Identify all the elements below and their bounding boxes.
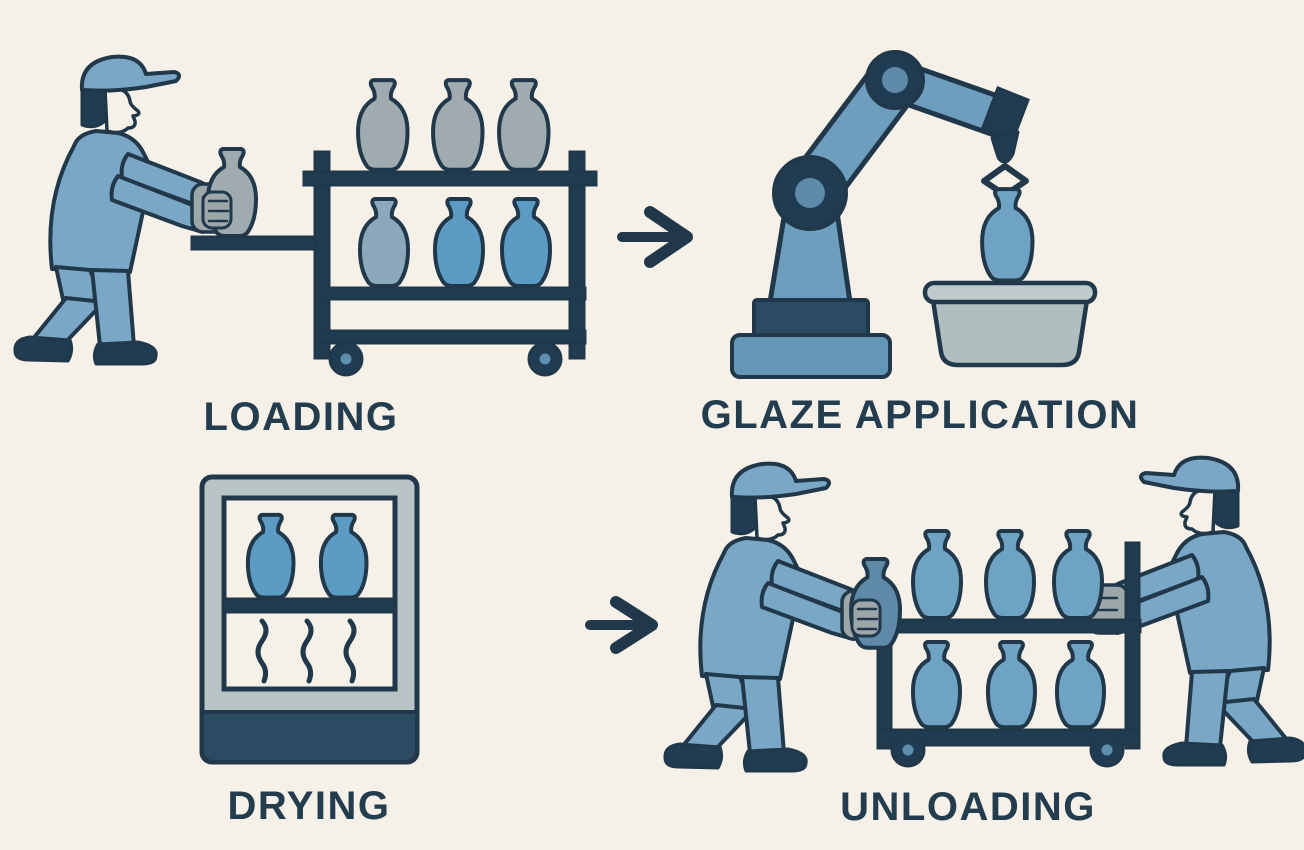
arrow-right-icon — [585, 596, 658, 654]
cart-mid-shelf — [313, 286, 587, 301]
robot-arm — [730, 50, 1030, 379]
cabinet-window — [221, 495, 398, 692]
cart-post — [568, 150, 586, 360]
stage-label-glaze-application: GLAZE APPLICATION — [700, 393, 1140, 437]
vase-icon — [358, 80, 407, 170]
scene-glaze-application — [730, 50, 1098, 379]
stage-label-unloading: UNLOADING — [840, 785, 1096, 829]
vase-icon — [1054, 639, 1106, 730]
vase-icon — [984, 529, 1036, 620]
glove-fingers — [201, 190, 233, 230]
worker-figure-right — [1086, 455, 1304, 767]
cart-bottom-bar — [313, 329, 587, 345]
glaze-basin — [922, 280, 1098, 368]
cart-wheel — [328, 341, 364, 377]
cabinet-base-band — [200, 710, 419, 764]
vase-icon — [911, 639, 962, 730]
loading-cart — [190, 150, 598, 377]
scene-loading — [12, 54, 598, 377]
cart-mid-shelf — [870, 618, 1142, 634]
worker-figure — [12, 54, 234, 366]
vase-icon — [911, 529, 963, 620]
vase-icon — [499, 80, 548, 170]
cart-side-platform — [190, 235, 320, 251]
vase-icon — [986, 639, 1037, 730]
cart-wheel — [527, 341, 563, 377]
drying-cabinet — [199, 474, 420, 765]
cart-handle-post — [1124, 541, 1141, 750]
cart-top-shelf — [302, 170, 598, 187]
vase-icon — [358, 197, 410, 288]
arrow-right-icon — [617, 206, 693, 268]
cart-post — [313, 150, 331, 360]
cart-bottom-bar — [876, 728, 1141, 747]
scene-unloading — [662, 455, 1304, 773]
cabinet-shelf — [222, 597, 397, 614]
scene-drying — [199, 474, 420, 765]
glove-fingers — [850, 598, 882, 638]
cart-wheel — [890, 732, 926, 768]
stage-label-drying: DRYING — [227, 784, 391, 828]
vase-icon — [1052, 529, 1104, 620]
unloading-cart — [870, 541, 1142, 768]
vase-icon — [433, 197, 485, 288]
vase-icon — [500, 197, 552, 288]
stage-label-loading: LOADING — [203, 395, 399, 439]
robot-base-upper — [752, 298, 870, 339]
cart-wheel — [1089, 732, 1125, 768]
vase-icon — [433, 80, 482, 170]
robot-base-lower — [730, 333, 892, 379]
glazed-vase-icon — [982, 189, 1032, 280]
